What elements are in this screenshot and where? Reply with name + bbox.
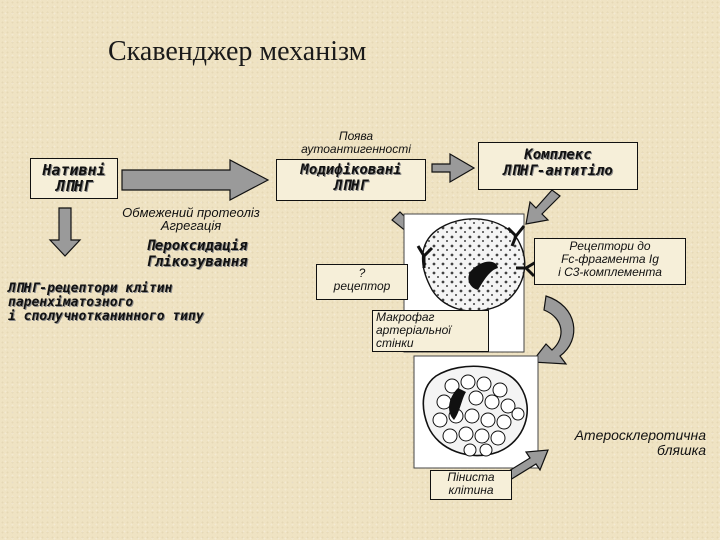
peroxidation-line-1: Пероксидація bbox=[146, 238, 248, 254]
arrow-modified-to-complex bbox=[431, 152, 476, 184]
macrophage-line-3: стінки bbox=[376, 336, 414, 350]
foam-cell-line-2: клітина bbox=[448, 483, 494, 497]
ldl-receptors-label: ЛПНГ-рецептори клітин паренхіматозного і… bbox=[8, 282, 308, 324]
plaque-label: Атеросклеротична бляшка bbox=[530, 428, 706, 458]
native-ldl-box: Нативні ЛПНГ bbox=[30, 158, 118, 199]
fc-receptors-box: Рецептори до Fc-фрагмента Ig і C3-компле… bbox=[534, 238, 686, 285]
macrophage-line-1: Макрофаг bbox=[376, 310, 435, 324]
native-ldl-line-2: ЛПНГ bbox=[55, 177, 93, 195]
receptor-unknown-line-2: рецептор bbox=[333, 279, 391, 293]
complex-box: Комплекс ЛПНГ-антитіло bbox=[478, 142, 638, 190]
complex-line-1: Комплекс bbox=[524, 147, 592, 163]
receptor-unknown-box: ? рецептор bbox=[316, 264, 408, 300]
modified-ldl-line-1: Модифіковані bbox=[300, 162, 402, 178]
proteolysis-line-1: Обмежений протеоліз bbox=[122, 205, 260, 220]
fc-receptors-line-2: Fc-фрагмента Ig bbox=[561, 252, 659, 266]
ldl-receptors-line-1: ЛПНГ-рецептори клітин bbox=[8, 281, 173, 296]
foam-cell-label: Піниста клітина bbox=[430, 470, 512, 500]
fc-receptors-line-1: Рецептори до bbox=[569, 239, 651, 253]
peroxidation-line-2: Глікозування bbox=[146, 254, 248, 270]
arrow-macrophage-to-foam-cell bbox=[530, 295, 575, 365]
autoantigenicity-label: Поява аутоантигенності bbox=[276, 130, 436, 156]
peroxidation-label: Пероксидація Глікозування bbox=[112, 238, 282, 270]
proteolysis-line-2: Агрегація bbox=[160, 218, 222, 233]
fc-receptors-line-3: і C3-комплемента bbox=[558, 265, 662, 279]
arrow-native-to-modified bbox=[121, 159, 270, 201]
macrophage-label: Макрофаг артеріальної стінки bbox=[372, 310, 489, 352]
complex-line-2: ЛПНГ-антитіло bbox=[503, 163, 613, 179]
native-ldl-line-1: Нативні bbox=[42, 161, 106, 179]
arrow-complex-to-macrophage bbox=[525, 189, 561, 225]
receptor-unknown-line-1: ? bbox=[358, 266, 366, 280]
autoantigenicity-line-2: аутоантигенності bbox=[301, 142, 411, 156]
arrow-foam-cell-to-plaque bbox=[503, 449, 549, 481]
arrow-native-down bbox=[48, 207, 82, 257]
foam-cell-panel bbox=[413, 355, 539, 469]
ldl-receptors-line-3: і сполучнотканинного типу bbox=[8, 309, 204, 324]
autoantigenicity-line-1: Поява bbox=[338, 129, 374, 143]
ldl-receptors-line-2: паренхіматозного bbox=[8, 295, 134, 310]
plaque-line-2: бляшка bbox=[657, 442, 706, 458]
modified-ldl-box: Модифіковані ЛПНГ bbox=[276, 159, 426, 201]
proteolysis-label: Обмежений протеоліз Агрегація bbox=[96, 206, 286, 232]
plaque-line-1: Атеросклеротична bbox=[574, 427, 706, 443]
page-title: Скавенджер механізм bbox=[108, 36, 367, 67]
foam-cell-line-1: Піниста bbox=[447, 470, 495, 484]
macrophage-line-2: артеріальної bbox=[376, 323, 451, 337]
modified-ldl-line-2: ЛПНГ bbox=[334, 178, 368, 194]
